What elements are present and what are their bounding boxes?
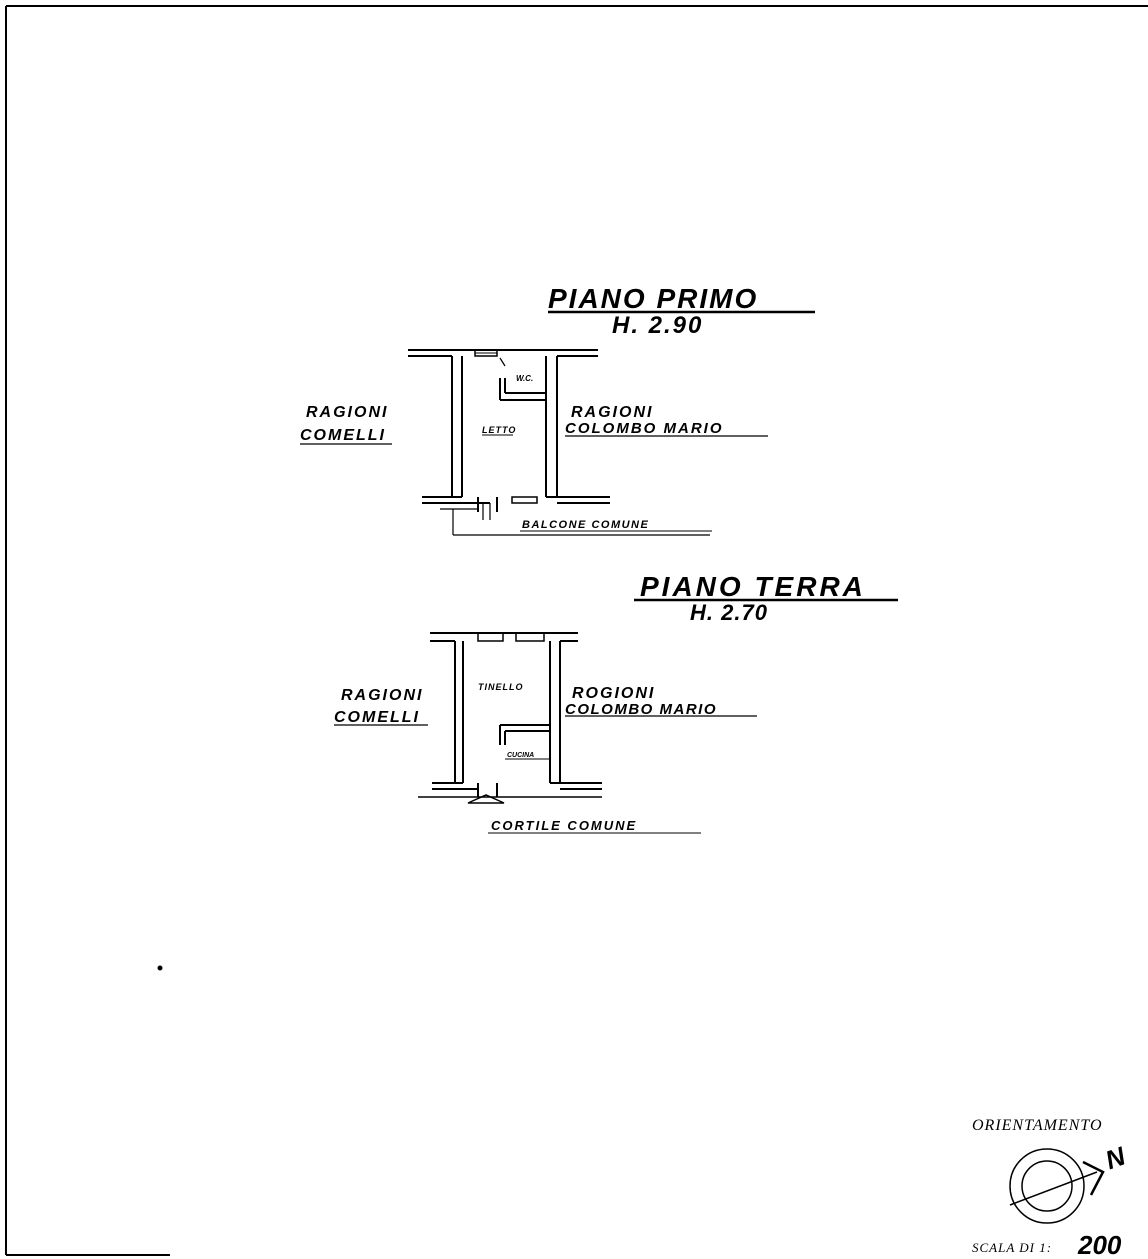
piano-primo-title: PIANO PRIMO: [548, 283, 758, 314]
terra-left-label-1: RAGIONI: [341, 687, 423, 704]
piano-primo-height: H. 2.90: [612, 312, 703, 339]
room-cucina-label: CUCINA: [507, 752, 534, 759]
compass-icon: [1009, 1148, 1105, 1224]
piano-terra-title: PIANO TERRA: [640, 571, 866, 602]
primo-left-label-2: COMELLI: [300, 427, 386, 444]
room-wc-label: W.C.: [516, 374, 533, 383]
ink-dot: [157, 965, 163, 971]
terra-left-label-2: COMELLI: [334, 709, 420, 726]
orientation-label: ORIENTAMENTO: [972, 1117, 1103, 1134]
primo-right-label-2: COLOMBO MARIO: [565, 420, 724, 437]
primo-left-label-1: RAGIONI: [306, 404, 388, 421]
balcone-comune-label: BALCONE COMUNE: [522, 519, 649, 531]
scale-block: SCALA DI 1: 200: [972, 1230, 1122, 1259]
piano-terra-section: PIANO TERRA H. 2.70: [334, 571, 898, 834]
scale-label: SCALA DI 1:: [972, 1240, 1052, 1255]
piano-terra-height: H. 2.70: [690, 600, 768, 625]
terra-right-label-1: ROGIONI: [572, 685, 655, 702]
room-letto-label: LETTO: [482, 425, 516, 435]
sheet-border: [5, 5, 1148, 1256]
north-symbol: N: [1101, 1140, 1130, 1175]
primo-right-label-1: RAGIONI: [571, 404, 653, 421]
room-tinello-label: TINELLO: [478, 682, 524, 692]
piano-primo-plan: [408, 349, 710, 536]
piano-primo-section: PIANO PRIMO H. 2.90: [300, 283, 815, 536]
terra-right-label-2: COLOMBO MARIO: [565, 701, 717, 718]
scale-value: 200: [1077, 1230, 1122, 1259]
cortile-comune-label: CORTILE COMUNE: [491, 818, 637, 833]
orientation-block: ORIENTAMENTO N: [972, 1117, 1130, 1224]
piano-terra-plan: [418, 632, 602, 804]
